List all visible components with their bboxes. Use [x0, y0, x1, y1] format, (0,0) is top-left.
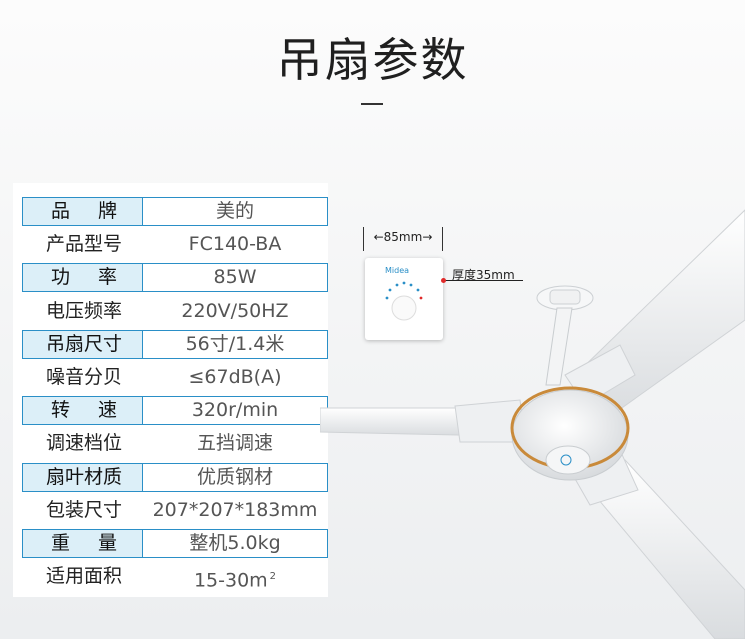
- spec-label: 吊扇尺寸: [22, 329, 146, 359]
- spec-value: 207*207*183mm: [152, 498, 318, 521]
- spec-label: 调速档位: [45, 432, 122, 455]
- controller-brand-text: Midea: [385, 266, 409, 275]
- speed-dot: [388, 288, 392, 292]
- spec-row: 包装尺寸 207*207*183mm: [13, 494, 328, 527]
- spec-value: 五挡调速: [196, 432, 273, 455]
- spec-label: 噪音分贝: [45, 366, 122, 388]
- controller-face: Midea: [385, 266, 423, 321]
- spec-label: 品牌: [22, 197, 146, 226]
- speed-dot: [395, 283, 399, 287]
- dimension-tick-left: [363, 227, 364, 251]
- spec-row: 产品型号 FC140-BA: [13, 228, 328, 261]
- speed-dot: [402, 281, 406, 285]
- spec-value: 85W: [142, 263, 328, 293]
- spec-value: ≤67dB(A): [188, 366, 282, 388]
- ceiling-fan-illustration: [320, 209, 745, 639]
- thickness-marker-dot: [441, 278, 446, 283]
- fan-canopy-base: [549, 289, 581, 305]
- spec-value: 220V/50HZ: [181, 299, 289, 322]
- spec-label: 功率: [22, 263, 146, 293]
- fan-hub-cap: [545, 445, 591, 475]
- speed-dot: [409, 283, 413, 287]
- speed-knob: [391, 295, 417, 321]
- dimension-tick-right: [442, 227, 443, 251]
- spec-label: 产品型号: [45, 233, 122, 256]
- spec-value: 320r/min: [142, 396, 328, 426]
- spec-label: 扇叶材质: [22, 462, 146, 492]
- spec-row: 噪音分贝 ≤67dB(A): [13, 361, 328, 394]
- fan-hub-logo: [560, 454, 572, 466]
- spec-row: 电压频率 220V/50HZ: [13, 295, 328, 328]
- spec-row: 调速档位 五挡调速: [13, 427, 328, 460]
- spec-value-superscript: 2: [269, 571, 277, 583]
- spec-label: 电压频率: [45, 299, 122, 322]
- speed-dot-active: [419, 296, 423, 300]
- title-underline: [361, 103, 383, 105]
- spec-value: 整机5.0kg: [142, 529, 328, 558]
- controller-width-label: ←85mm→: [373, 230, 433, 244]
- spec-row: 品牌美的: [13, 195, 328, 228]
- spec-label: 包装尺寸: [45, 498, 122, 521]
- spec-row: 扇叶材质优质钢材: [13, 461, 328, 494]
- spec-row: 重量整机5.0kg: [13, 527, 328, 560]
- spec-label: 重量: [22, 529, 146, 558]
- speed-dot: [385, 296, 389, 300]
- speed-dot: [416, 288, 420, 292]
- fan-downrod: [545, 307, 573, 386]
- spec-label: 转速: [22, 396, 146, 426]
- spec-value: FC140-BA: [188, 233, 282, 256]
- thickness-leader-line: [443, 280, 523, 281]
- spec-value: 56寸/1.4米: [142, 329, 328, 359]
- page-title: 吊扇参数: [276, 33, 469, 87]
- controller-thickness-label: 厚度35mm: [452, 268, 515, 282]
- controller-width-dimension: ←85mm→: [363, 227, 443, 251]
- spec-label: 适用面积: [45, 565, 122, 588]
- spec-value: 优质钢材: [142, 462, 328, 492]
- speed-controller: Midea: [365, 258, 443, 340]
- spec-value: 美的: [142, 197, 328, 226]
